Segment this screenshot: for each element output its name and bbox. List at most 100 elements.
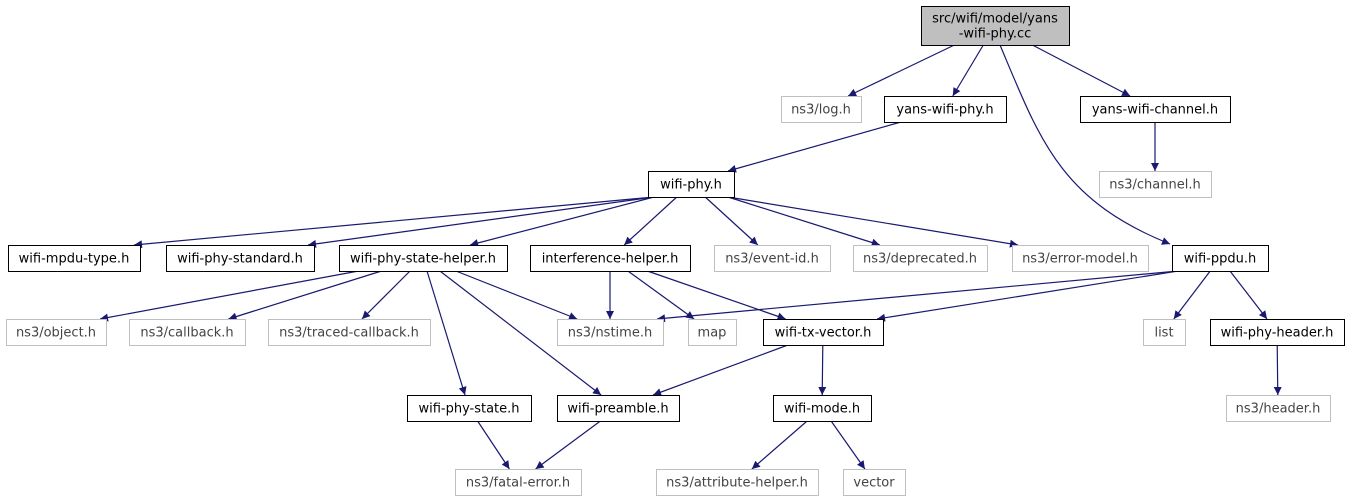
node-mode-label: wifi-mode.h bbox=[784, 402, 860, 417]
node-phystate[interactable]: wifi-phy-state.h bbox=[407, 395, 532, 422]
node-preamble-label: wifi-preamble.h bbox=[567, 402, 668, 417]
node-wifiphy[interactable]: wifi-phy.h bbox=[648, 171, 735, 198]
edge-root-to-yansphy bbox=[952, 44, 984, 97]
node-callback: ns3/callback.h bbox=[129, 319, 246, 346]
node-errormodel-box bbox=[1012, 245, 1149, 272]
edges-layer bbox=[99, 44, 1282, 470]
node-mpdutype-box bbox=[8, 245, 141, 272]
node-log: ns3/log.h bbox=[781, 96, 862, 123]
node-deprecated-label: ns3/deprecated.h bbox=[863, 252, 977, 267]
node-yanschan-box bbox=[1080, 96, 1231, 123]
node-log-label: ns3/log.h bbox=[791, 103, 851, 118]
node-nstime-label: ns3/nstime.h bbox=[568, 326, 652, 341]
node-eventid: ns3/event-id.h bbox=[714, 245, 831, 272]
node-log-box bbox=[781, 96, 862, 123]
node-object-box bbox=[6, 319, 107, 346]
edge-interference-to-map bbox=[627, 270, 695, 320]
edge-mode-to-attrhelper bbox=[751, 420, 808, 470]
node-object: ns3/object.h bbox=[6, 319, 107, 346]
node-txvector-box bbox=[763, 319, 884, 346]
node-tracedcb-box bbox=[268, 319, 431, 346]
node-eventid-box bbox=[714, 245, 831, 272]
edge-wifiphy-to-errormodel bbox=[727, 196, 1019, 248]
node-tracedcb: ns3/traced-callback.h bbox=[268, 319, 431, 346]
edge-phyheader-to-header bbox=[1273, 344, 1282, 396]
node-phystate-label: wifi-phy-state.h bbox=[418, 402, 519, 417]
edge-wifiphy-to-interference bbox=[623, 196, 678, 246]
node-map-box bbox=[688, 319, 737, 346]
node-channel-box bbox=[1099, 171, 1212, 198]
edge-statehelper-to-nstime bbox=[455, 270, 578, 320]
edge-wifiphy-to-eventid bbox=[704, 196, 759, 246]
node-yanschan[interactable]: yans-wifi-channel.h bbox=[1080, 96, 1231, 123]
node-nstime: ns3/nstime.h bbox=[557, 319, 664, 346]
node-list: list bbox=[1143, 319, 1186, 346]
node-nstime-box bbox=[557, 319, 664, 346]
node-object-label: ns3/object.h bbox=[16, 326, 96, 341]
node-ppdu-label: wifi-ppdu.h bbox=[1184, 252, 1257, 267]
node-map: map bbox=[688, 319, 737, 346]
node-preamble[interactable]: wifi-preamble.h bbox=[557, 395, 680, 422]
node-root: src/wifi/model/yans-wifi-phy.cc bbox=[921, 6, 1070, 46]
node-errormodel: ns3/error-model.h bbox=[1012, 245, 1149, 272]
edge-statehelper-to-callback bbox=[228, 270, 382, 321]
edge-statehelper-to-object bbox=[99, 270, 359, 322]
node-statehelper[interactable]: wifi-phy-state-helper.h bbox=[339, 245, 508, 272]
node-channel-label: ns3/channel.h bbox=[1109, 178, 1200, 193]
node-mpdutype-label: wifi-mpdu-type.h bbox=[19, 252, 130, 267]
edge-ppdu-to-nstime bbox=[656, 270, 1179, 323]
node-vector-box bbox=[843, 469, 906, 496]
edge-statehelper-to-phystate bbox=[426, 270, 467, 396]
edge-txvector-to-mode bbox=[818, 344, 827, 396]
node-fatal: ns3/fatal-error.h bbox=[455, 469, 582, 496]
node-root-box bbox=[921, 6, 1070, 46]
node-phystd[interactable]: wifi-phy-standard.h bbox=[166, 245, 315, 272]
node-statehelper-box bbox=[339, 245, 508, 272]
edge-ppdu-to-phyheader bbox=[1229, 270, 1268, 320]
node-map-label: map bbox=[698, 326, 727, 341]
node-interference[interactable]: interference-helper.h bbox=[530, 245, 691, 272]
node-mpdutype[interactable]: wifi-mpdu-type.h bbox=[8, 245, 141, 272]
edge-root-to-ppdu bbox=[999, 44, 1171, 245]
edge-wifiphy-to-deprecated bbox=[727, 196, 880, 247]
nodes-layer: src/wifi/model/yans-wifi-phy.cc ns3/log.h… bbox=[6, 6, 1345, 496]
edge-txvector-to-preamble bbox=[652, 344, 789, 396]
node-fatal-box bbox=[455, 469, 582, 496]
edge-wifiphy-to-mpdutype bbox=[133, 196, 655, 249]
node-callback-label: ns3/callback.h bbox=[140, 326, 233, 341]
node-txvector[interactable]: wifi-tx-vector.h bbox=[763, 319, 884, 346]
node-phyheader[interactable]: wifi-phy-header.h bbox=[1210, 319, 1345, 346]
node-header-label: ns3/header.h bbox=[1236, 402, 1321, 417]
node-attrhelper-label: ns3/attribute-helper.h bbox=[666, 476, 808, 491]
node-list-label: list bbox=[1154, 326, 1173, 341]
node-wifiphy-box bbox=[648, 171, 735, 198]
node-txvector-label: wifi-tx-vector.h bbox=[775, 326, 872, 341]
node-wifiphy-label: wifi-phy.h bbox=[660, 178, 722, 193]
edge-statehelper-to-tracedcb bbox=[361, 270, 411, 320]
node-yansphy[interactable]: yans-wifi-phy.h bbox=[884, 96, 1007, 123]
node-mode[interactable]: wifi-mode.h bbox=[773, 395, 872, 422]
node-list-box bbox=[1143, 319, 1186, 346]
node-phystd-box bbox=[166, 245, 315, 272]
node-yansphy-box bbox=[884, 96, 1007, 123]
node-phystd-label: wifi-phy-standard.h bbox=[177, 252, 303, 267]
edge-interference-to-txvector bbox=[647, 270, 786, 321]
node-interference-box bbox=[530, 245, 691, 272]
node-phyheader-box bbox=[1210, 319, 1345, 346]
node-preamble-box bbox=[557, 395, 680, 422]
node-root-label: src/wifi/model/yans-wifi-phy.cc bbox=[932, 12, 1058, 42]
node-fatal-label: ns3/fatal-error.h bbox=[466, 476, 570, 491]
node-attrhelper: ns3/attribute-helper.h bbox=[656, 469, 819, 496]
node-header: ns3/header.h bbox=[1226, 395, 1331, 422]
node-errormodel-label: ns3/error-model.h bbox=[1022, 252, 1138, 267]
edge-statehelper-to-preamble bbox=[439, 270, 602, 396]
edge-root-to-yanschan bbox=[1032, 44, 1131, 97]
edge-root-to-log bbox=[847, 44, 955, 97]
edge-mode-to-vector bbox=[830, 420, 866, 470]
node-ppdu-box bbox=[1172, 245, 1269, 272]
node-ppdu[interactable]: wifi-ppdu.h bbox=[1172, 245, 1269, 272]
edge-preamble-to-fatal bbox=[535, 420, 601, 470]
node-tracedcb-label: ns3/traced-callback.h bbox=[279, 326, 419, 341]
node-channel: ns3/channel.h bbox=[1099, 171, 1212, 198]
node-mode-box bbox=[773, 395, 872, 422]
